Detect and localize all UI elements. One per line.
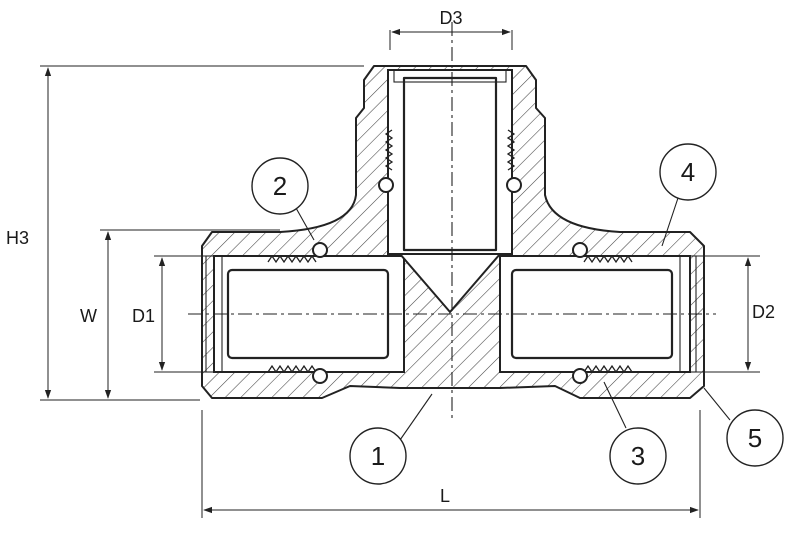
spring-left-bottom bbox=[267, 364, 317, 374]
leader-3 bbox=[603, 381, 627, 429]
spring-right-bottom bbox=[583, 364, 633, 374]
center-lines bbox=[188, 22, 716, 418]
callout-bubble-3 bbox=[609, 427, 667, 485]
callout-2: 2 bbox=[273, 171, 287, 201]
branch-bore bbox=[387, 69, 513, 255]
label-d1: D1 bbox=[132, 306, 155, 326]
leader-1 bbox=[399, 393, 433, 441]
callout-3: 3 bbox=[631, 441, 645, 471]
spring-branch-right bbox=[506, 129, 516, 171]
fitting-body bbox=[201, 65, 705, 399]
spring-left-top bbox=[267, 254, 317, 264]
callout-1: 1 bbox=[371, 441, 385, 471]
dimensions bbox=[40, 28, 760, 518]
spring-right-top bbox=[583, 254, 633, 264]
branch-cap bbox=[393, 69, 507, 83]
label-l: L bbox=[440, 486, 450, 506]
leader-4 bbox=[661, 197, 679, 247]
callouts: 1 2 3 4 5 bbox=[251, 143, 784, 485]
o-ring-right-bottom bbox=[572, 368, 588, 384]
label-w: W bbox=[80, 306, 97, 326]
o-rings bbox=[312, 177, 588, 384]
center-cavity bbox=[397, 253, 503, 314]
branch-insert bbox=[402, 76, 498, 252]
springs bbox=[267, 129, 633, 374]
callout-5: 5 bbox=[748, 423, 762, 453]
callout-bubble-1 bbox=[349, 427, 407, 485]
o-ring-left-bottom bbox=[312, 368, 328, 384]
callout-4: 4 bbox=[681, 157, 695, 187]
callout-bubble-2 bbox=[251, 157, 309, 215]
callout-bubble-4 bbox=[659, 143, 717, 201]
leader-5 bbox=[703, 387, 731, 421]
callout-bubble-5 bbox=[726, 409, 784, 467]
o-ring-right-top bbox=[572, 242, 588, 258]
label-d2: D2 bbox=[752, 302, 775, 322]
leader-2 bbox=[295, 207, 315, 241]
label-h3: H3 bbox=[6, 228, 29, 248]
o-ring-branch-left bbox=[378, 177, 394, 193]
spring-branch-left bbox=[384, 129, 394, 171]
dimension-labels: D3 H3 W D1 D2 L bbox=[6, 8, 775, 506]
o-ring-branch-right bbox=[506, 177, 522, 193]
label-d3: D3 bbox=[439, 8, 462, 28]
o-ring-left-top bbox=[312, 242, 328, 258]
